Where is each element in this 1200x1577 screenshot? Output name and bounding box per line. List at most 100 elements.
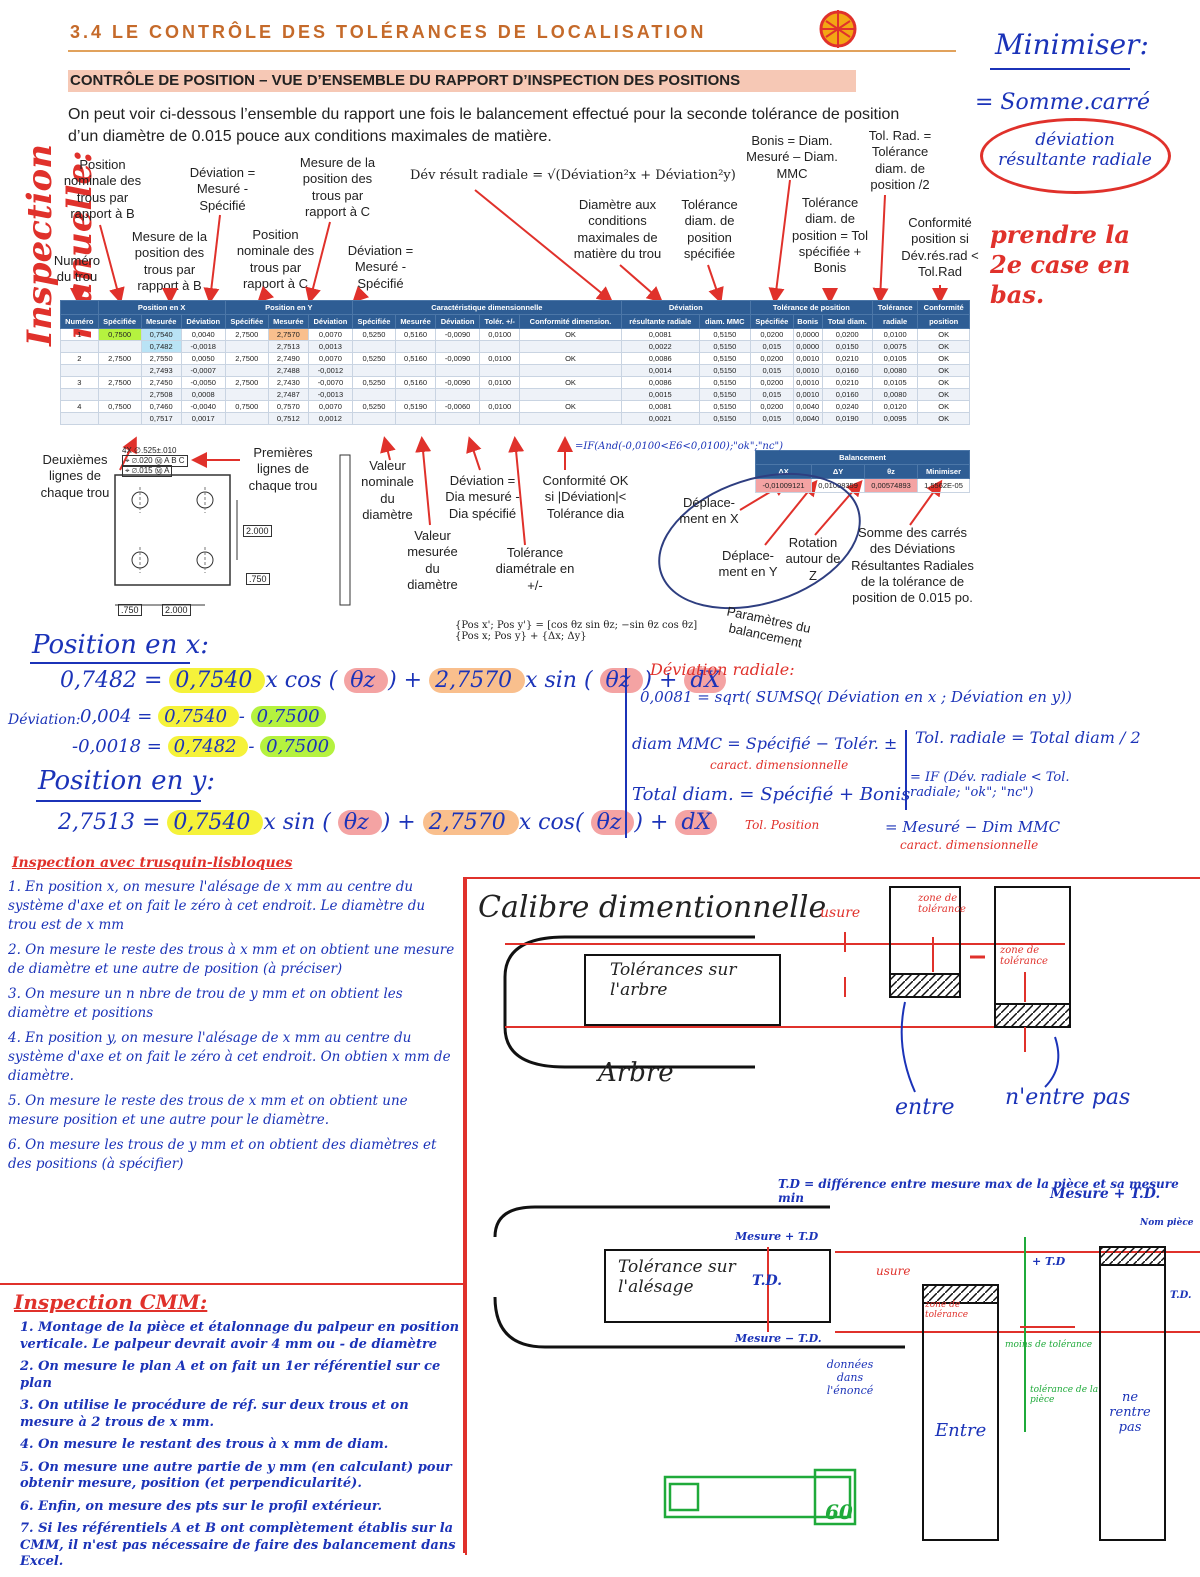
- total-diam-sub: Tol. Position: [745, 818, 820, 832]
- callout-tol-total: Tolérance diam. de position = Tol spécif…: [791, 195, 868, 275]
- table-cell: 0,0080: [871, 388, 919, 401]
- table-cell: OK: [917, 412, 970, 425]
- table-cell: OK: [519, 400, 622, 413]
- table-cell: 0,0200: [749, 352, 794, 365]
- callout-num-trou: Numéro du trou: [53, 253, 101, 285]
- table-cell: 0,7517: [140, 412, 182, 425]
- table-cell: 0,0200: [749, 400, 794, 413]
- callout-pos-nom-b: Position nominale des trous par rapport …: [63, 157, 142, 221]
- group-header: Conformité: [917, 300, 970, 315]
- table-cell: [351, 412, 397, 425]
- tol-arbre-label: Tolérances sur l'arbre: [610, 960, 737, 1000]
- dev-radiale-title: Déviation radiale:: [650, 660, 795, 679]
- table-cell: 0,7570: [267, 400, 309, 413]
- deviation-eq-1: 0,004 = 0,7540 - 0,7500: [80, 706, 326, 727]
- callout-dep-x: Déplace-ment en X: [679, 495, 739, 527]
- table-cell: 0,0150: [821, 340, 873, 353]
- list-item: 6. On mesure les trous de y mm et on obt…: [8, 1137, 437, 1172]
- equation-term: 2,7570: [422, 810, 519, 835]
- callout-rot-z: Rotation autour de Z: [785, 535, 841, 583]
- table-cell: 2,7570: [267, 328, 309, 341]
- table-cell: 0,0120: [871, 400, 919, 413]
- bal-header: ΔY: [811, 464, 866, 479]
- bal-dx: -0,01009121: [754, 478, 813, 493]
- column-header: Mesurée: [267, 314, 309, 329]
- equation-term: =: [143, 668, 170, 693]
- column-header: Bonis: [792, 314, 823, 329]
- table-cell: 2: [60, 352, 99, 365]
- td-small-label: T.D.: [1170, 1290, 1192, 1301]
- table-cell: 0,5150: [698, 340, 751, 353]
- table-cell: OK: [917, 376, 970, 389]
- eq-bracket-line2: [905, 730, 907, 810]
- table-cell: 0,0014: [620, 364, 700, 377]
- table-cell: 0,0015: [620, 388, 700, 401]
- list-item: 6. Enfin, on mesure des pts sur le profi…: [20, 1498, 383, 1514]
- bal-tz: 0,00574893: [864, 478, 919, 493]
- callout-diam-cmm: Diamètre aux conditions maximales de mat…: [573, 197, 662, 261]
- table-cell: 0,7500: [97, 400, 142, 413]
- callout-mes-pos-b: Mesure de la position des trous par rapp…: [131, 229, 208, 293]
- table-cell: 3: [60, 376, 99, 389]
- column-header: Spécifiée: [97, 314, 142, 329]
- calibre-sketch: [493, 886, 1200, 1541]
- table-cell: 0,0200: [749, 376, 794, 389]
- column-header: Conformité dimension.: [519, 314, 622, 329]
- taille-td-label: + T.D: [1032, 1255, 1066, 1268]
- equation-term: θz: [337, 810, 382, 835]
- equation-term: dX: [684, 668, 727, 693]
- sun-doodle: [808, 4, 868, 54]
- matrix-formula: {Pos x'; Pos y'} = [cos θz sin θz; −sin …: [455, 620, 698, 642]
- fcf-line1: ⌖ ∅.020 Ⓜ A B C: [122, 455, 188, 467]
- dim-2000-vert: 2.000: [243, 525, 272, 537]
- dim-2000-horiz: 2.000: [162, 604, 191, 616]
- balancement-title: Balancement: [755, 450, 970, 465]
- equation-term: +: [397, 810, 423, 835]
- mesure-moins-td: Mesure − T.D.: [735, 1332, 822, 1345]
- table-cell: 0,5150: [698, 388, 751, 401]
- table-cell: OK: [917, 352, 970, 365]
- balancement-table: Balancement ΔX ΔY θz Minimiser -0,010091…: [754, 450, 970, 493]
- group-header: Caractéristique dimensionnelle: [351, 300, 622, 315]
- equation-term: 2,7570: [429, 668, 526, 693]
- table-cell: [519, 388, 622, 401]
- mesure-td-label: Mesure + T.D.: [1050, 1186, 1161, 1202]
- equation-y: 2,7513 = 0,7540 x sin ( θz ) + 2,7570 x …: [58, 810, 718, 835]
- table-cell: [97, 364, 142, 377]
- equation-term: x cos (: [265, 668, 345, 693]
- somme-carre-note: = Somme.carré: [975, 90, 1150, 115]
- table-cell: OK: [917, 328, 970, 341]
- equation-term: -: [238, 706, 251, 727]
- table-cell: 0,5250: [351, 328, 397, 341]
- table-cell: 2,7500: [224, 328, 269, 341]
- insp-trusquin-steps: 1. En position x, on mesure l'alésage de…: [8, 878, 458, 1180]
- callout-somme: Somme des carrés des Déviations Résultan…: [851, 525, 974, 605]
- equation-term: +: [649, 810, 676, 835]
- dim-750-vert: .750: [246, 573, 270, 585]
- mesure-dim-eq: = Mesuré − Dim MMC: [885, 818, 1061, 836]
- fcf-top: 4X ∅.525±.010: [122, 446, 177, 455]
- equation-term: θz: [590, 810, 635, 835]
- table-cell: [519, 340, 622, 353]
- table-cell: 0,0095: [871, 412, 919, 425]
- equation-term: -: [248, 736, 261, 757]
- table-cell: 4: [60, 400, 99, 413]
- table-cell: 0,0040: [792, 412, 823, 425]
- callout-val-nom: Valeur nominale du diamètre: [361, 458, 414, 522]
- equation-term: 0,7540: [167, 810, 264, 835]
- table-cell: [224, 412, 269, 425]
- callout-dev-b: Déviation = Mesuré - Spécifié: [189, 165, 256, 213]
- bal-header: Minimiser: [917, 464, 970, 479]
- table-cell: 2,7500: [97, 352, 142, 365]
- table-cell: 0,0081: [620, 328, 700, 341]
- equation-term: 0,7482: [167, 736, 249, 757]
- table-cell: -0,0090: [435, 328, 481, 341]
- eq-bracket-line: [625, 668, 627, 838]
- subtitle-bar: CONTRÔLE DE POSITION – VUE D’ENSEMBLE DU…: [68, 70, 856, 92]
- prendre-note: prendre la 2e case en bas.: [990, 220, 1131, 309]
